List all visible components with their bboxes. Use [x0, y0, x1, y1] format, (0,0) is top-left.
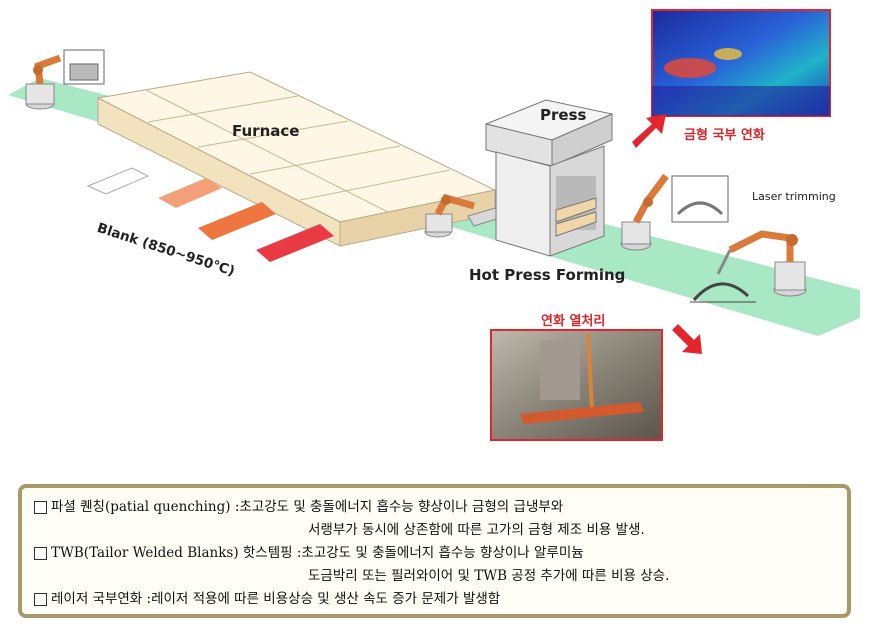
note-text: 서랭부가 동시에 상존함에 따른 고가의 금형 제조 비용 발생.	[308, 522, 645, 538]
note-text: 초고강도 및 충돌에너지 흡수능 향상이나 알루미늄	[301, 545, 584, 561]
furnace-label: Furnace	[232, 122, 300, 140]
note-item-laser: 레이저 국부연화 : 레이저 적용에 따른 비용상승 및 생산 속도 증가 문제…	[34, 588, 837, 611]
blank-warm	[158, 178, 222, 208]
notes-panel: 파셜 퀜칭(patial quenching) : 초고강도 및 충돌에너지 흡…	[18, 484, 851, 618]
checkbox-icon	[34, 547, 47, 560]
heat-treatment-photo	[490, 329, 663, 441]
note-head: 파셜 퀜칭(patial quenching) :	[51, 499, 240, 515]
press	[484, 99, 614, 257]
note-item-twb: TWB(Tailor Welded Blanks) 핫스템핑 : 초고강도 및 …	[34, 542, 837, 565]
robot-right-1	[620, 173, 669, 251]
robot-right-2	[716, 230, 807, 297]
note-text: 초고강도 및 충돌에너지 흡수능 향상이나 금형의 급냉부와	[239, 499, 564, 515]
note-item-partial-quenching: 파셜 퀜칭(patial quenching) : 초고강도 및 충돌에너지 흡…	[34, 496, 837, 519]
process-diagram	[8, 9, 860, 441]
arrow-to-thermal	[632, 114, 666, 148]
softening-heat-treatment-label: 연화 열처리	[541, 314, 606, 329]
note-head: TWB(Tailor Welded Blanks) 핫스템핑 :	[51, 545, 302, 561]
note-text: 레이저 적용에 따른 비용상승 및 생산 속도 증가 문제가 발생함	[151, 591, 501, 607]
blanks	[86, 167, 334, 262]
checkbox-icon	[34, 593, 47, 606]
arrow-to-photo	[672, 324, 702, 354]
blank-cold	[86, 167, 150, 195]
laser-trimming-label: Laser trimming	[752, 190, 836, 203]
blank-hottest	[256, 224, 334, 262]
robot-left	[25, 49, 105, 110]
press-label: Press	[540, 106, 587, 124]
trimming-fixture	[671, 175, 756, 303]
blank-hot	[198, 202, 276, 240]
hot-press-forming-label: Hot Press Forming	[469, 266, 626, 284]
checkbox-icon	[34, 501, 47, 514]
mold-local-softening-label: 금형 국부 연화	[684, 128, 765, 143]
note-head: 레이저 국부연화 :	[51, 591, 152, 607]
thermal-image	[651, 9, 831, 117]
note-text: 도금박리 또는 필러와이어 및 TWB 공정 추가에 따른 비용 상승.	[308, 568, 670, 584]
